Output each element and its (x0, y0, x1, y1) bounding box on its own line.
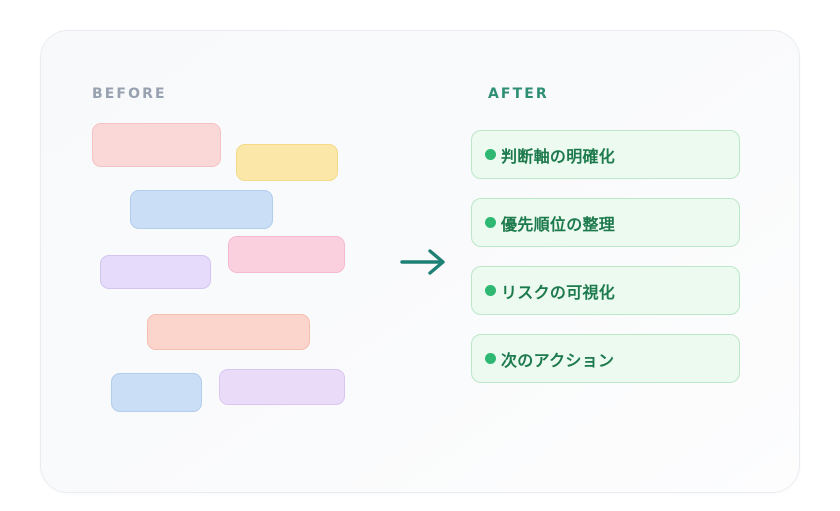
block-purple-1 (100, 255, 211, 289)
bullet-dot-icon (485, 353, 496, 364)
bullet-dot-icon (485, 149, 496, 160)
block-pink-1 (92, 123, 221, 167)
after-item-label: リスクの可視化 (501, 282, 616, 302)
after-item-card[interactable]: 優先順位の整理 (471, 198, 740, 247)
arrow-right-icon (396, 243, 452, 281)
block-salmon-1 (147, 314, 310, 350)
after-item-card[interactable]: リスクの可視化 (471, 266, 740, 315)
block-yellow-1 (236, 144, 338, 181)
block-blue-2 (111, 373, 202, 412)
before-column-label: BEFORE (92, 86, 167, 102)
after-item-label: 優先順位の整理 (501, 214, 616, 234)
after-item-label: 判断軸の明確化 (501, 146, 616, 166)
after-item-label: 次のアクション (501, 350, 615, 370)
bullet-dot-icon (485, 217, 496, 228)
after-column-label: AFTER (488, 86, 549, 102)
block-blue-1 (130, 190, 273, 229)
after-item-card[interactable]: 次のアクション (471, 334, 740, 383)
block-purple-2 (219, 369, 345, 405)
after-item-card[interactable]: 判断軸の明確化 (471, 130, 740, 179)
block-pink-2 (228, 236, 345, 273)
bullet-dot-icon (485, 285, 496, 296)
